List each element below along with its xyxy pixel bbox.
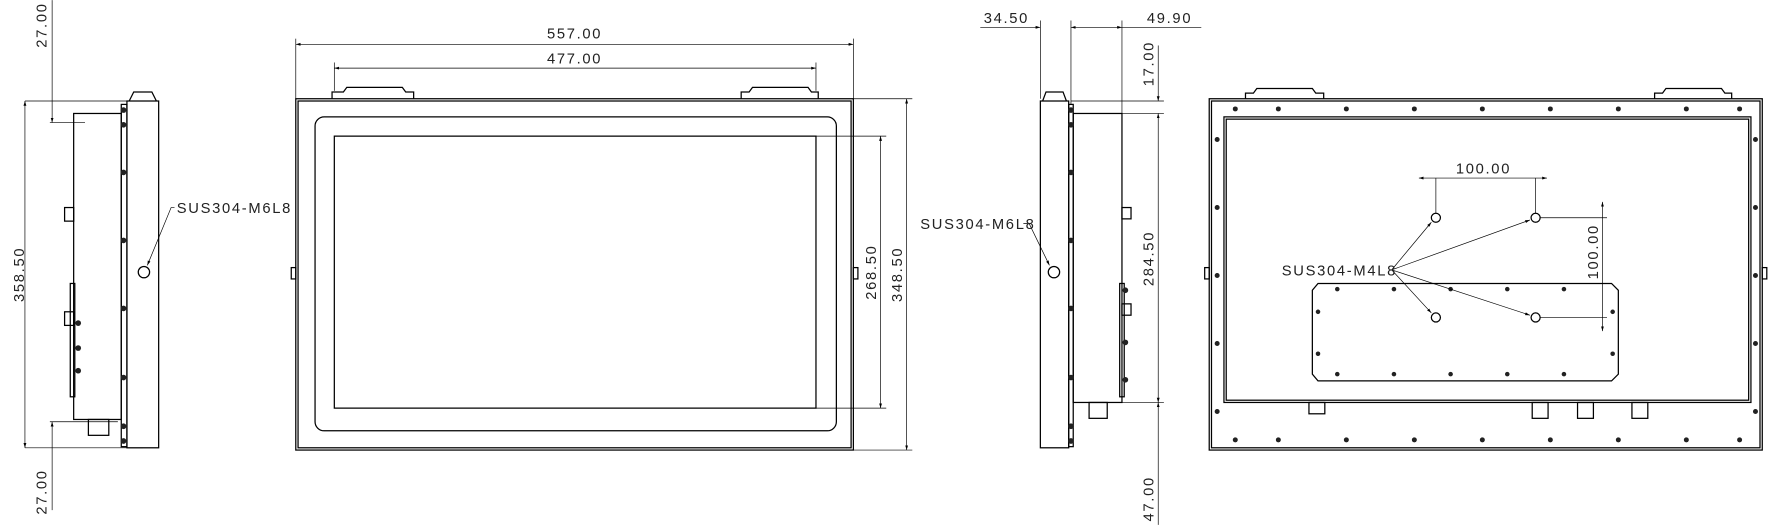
stud	[63, 311, 75, 327]
dim-overall-height: 358.50	[12, 247, 28, 302]
frame-profile	[1039, 100, 1070, 449]
stud	[63, 206, 75, 222]
rear-view: 100.00 100.00 SUS304-M4L8	[1204, 87, 1768, 451]
display-area	[333, 135, 817, 409]
dim-screen-height: 268.50	[864, 245, 880, 300]
bezel	[314, 116, 837, 432]
dim-bottom-offset: 47.00	[1142, 476, 1158, 521]
dim-overall-width: 557.00	[547, 27, 602, 43]
right-side-view: 34.50 49.90 17.00 284.50 47.00 SUS304-M6…	[920, 11, 1202, 525]
rear-box	[1072, 112, 1123, 404]
screw-callout: SUS304-M6L8	[920, 217, 1035, 233]
screw-icon	[137, 265, 151, 279]
dim-frame-depth: 34.50	[984, 11, 1029, 27]
dim-bottom-offset: 27.00	[34, 469, 50, 514]
cable-gland	[1088, 401, 1108, 419]
perimeter-screws	[1214, 106, 1758, 443]
rear-box	[73, 112, 122, 421]
gasket	[120, 103, 128, 448]
dim-box-depth: 49.90	[1147, 11, 1192, 27]
bracket	[128, 91, 157, 102]
dim-vesa-vertical: 100.00	[1586, 224, 1602, 279]
vesa-screw-icons	[1430, 212, 1541, 323]
dim-vesa-horizontal: 100.00	[1456, 162, 1511, 178]
left-side-view: 358.50 27.00 27.00 SUS304-M6L8	[12, 0, 292, 515]
dim-top-offset: 27.00	[34, 2, 50, 47]
dim-bracket-span: 477.00	[547, 52, 602, 68]
dim-top-offset: 17.00	[1142, 41, 1158, 86]
side-plate	[69, 282, 76, 398]
rear-panel	[1223, 116, 1752, 404]
cable-gland	[87, 418, 110, 436]
outer-frame	[295, 98, 854, 451]
screw-callout: SUS304-M6L8	[177, 201, 292, 217]
screw-icon	[1047, 265, 1061, 279]
frame-profile	[126, 100, 160, 449]
io-cover-plate	[1311, 282, 1619, 382]
screw-callout: SUS304-M4L8	[1282, 264, 1397, 280]
dim-box-height: 284.50	[1142, 231, 1158, 286]
front-view: 557.00 477.00 268.50 348.50	[290, 27, 913, 451]
dim-overall-height: 348.50	[890, 247, 906, 302]
